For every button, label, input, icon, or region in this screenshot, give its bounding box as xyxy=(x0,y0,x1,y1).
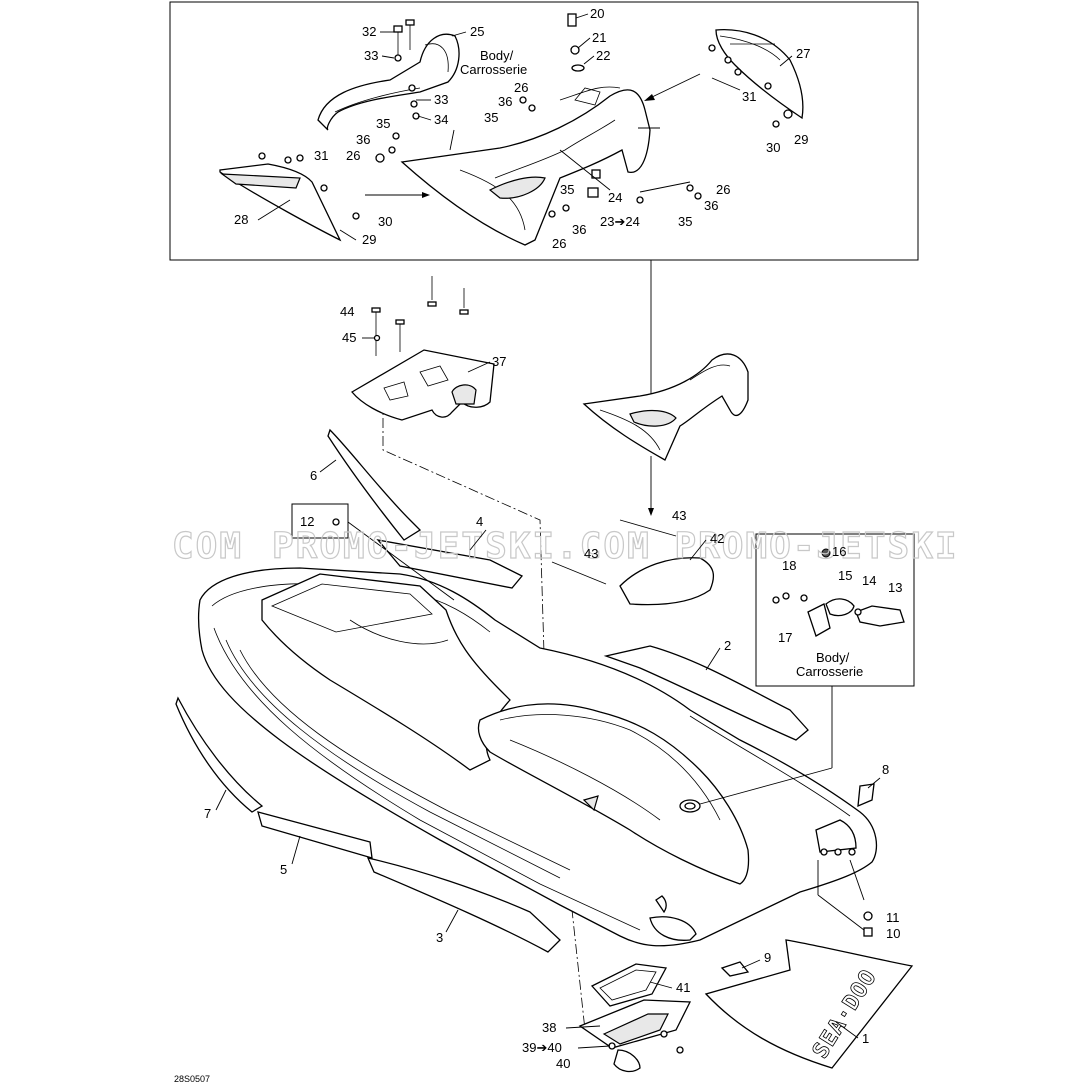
callout-27[interactable]: 27 xyxy=(796,46,810,61)
callout-30a[interactable]: 30 xyxy=(378,214,392,229)
callout-8[interactable]: 8 xyxy=(882,762,889,777)
callout-21[interactable]: 21 xyxy=(592,30,606,45)
callout-4[interactable]: 4 xyxy=(476,514,483,529)
part-1-decal[interactable] xyxy=(704,939,914,1069)
nut-icon xyxy=(394,54,402,62)
callout-32[interactable]: 32 xyxy=(362,24,376,39)
callout-25[interactable]: 25 xyxy=(470,24,484,39)
callout-35c[interactable]: 35 xyxy=(560,182,574,197)
callout-45[interactable]: 45 xyxy=(342,330,356,345)
callout-29a[interactable]: 29 xyxy=(362,232,376,247)
assembled-seat-view[interactable] xyxy=(582,353,749,461)
part-5-mat[interactable] xyxy=(257,811,373,859)
callout-1[interactable]: 1 xyxy=(862,1031,869,1046)
callout-16[interactable]: 16 xyxy=(832,544,846,559)
callout-33a[interactable]: 33 xyxy=(364,48,378,63)
top-assembly-frame xyxy=(169,1,919,261)
part-6-mat[interactable] xyxy=(327,428,422,541)
detail-frame-12 xyxy=(291,503,349,539)
callout-39-40[interactable]: 39➔40 xyxy=(522,1040,562,1055)
callout-36a[interactable]: 36 xyxy=(498,94,512,109)
part-3-mat[interactable] xyxy=(366,857,561,953)
callouts: 1 2 3 4 5 6 7 8 9 10 11 12 13 14 15 16 1… xyxy=(204,6,902,1071)
callout-9[interactable]: 9 xyxy=(764,950,771,965)
callout-38[interactable]: 38 xyxy=(542,1020,556,1035)
callout-13[interactable]: 13 xyxy=(888,580,902,595)
callout-31a[interactable]: 31 xyxy=(314,148,328,163)
callout-31b[interactable]: 31 xyxy=(742,89,756,104)
part-41-gasket[interactable] xyxy=(590,963,668,1007)
arrow-icon xyxy=(422,192,430,198)
callout-41[interactable]: 41 xyxy=(676,980,690,995)
main-hull-deck[interactable] xyxy=(198,567,878,947)
part-27-side-pod[interactable] xyxy=(708,29,804,120)
callout-26d[interactable]: 26 xyxy=(716,182,730,197)
watermark-right: PROMO-JETSKI.COM PROMO-JETSKI xyxy=(272,526,959,567)
part-38-cover[interactable] xyxy=(578,999,692,1073)
callout-34[interactable]: 34 xyxy=(434,112,448,127)
callout-40[interactable]: 40 xyxy=(556,1056,570,1071)
callout-35d[interactable]: 35 xyxy=(678,214,692,229)
part-43-strip-left[interactable] xyxy=(551,561,607,585)
callout-26b[interactable]: 26 xyxy=(346,148,360,163)
callout-12[interactable]: 12 xyxy=(300,514,314,529)
callout-26c[interactable]: 26 xyxy=(552,236,566,251)
callout-10[interactable]: 10 xyxy=(886,926,900,941)
callout-20[interactable]: 20 xyxy=(590,6,604,21)
part-4-mat[interactable] xyxy=(376,539,524,589)
center-dash-line xyxy=(382,400,586,1031)
callout-35a[interactable]: 35 xyxy=(376,116,390,131)
callout-11[interactable]: 11 xyxy=(886,910,900,925)
callout-28[interactable]: 28 xyxy=(234,212,248,227)
callout-22[interactable]: 22 xyxy=(596,48,610,63)
part-37-deck-plate[interactable] xyxy=(351,349,495,421)
callout-17[interactable]: 17 xyxy=(778,630,792,645)
callout-26a[interactable]: 26 xyxy=(514,80,528,95)
callout-37[interactable]: 37 xyxy=(492,354,506,369)
detail-frame-13-18 xyxy=(755,533,915,687)
callout-18[interactable]: 18 xyxy=(782,558,796,573)
callout-5[interactable]: 5 xyxy=(280,862,287,877)
part-8-decal[interactable] xyxy=(857,783,875,808)
callout-15[interactable]: 15 xyxy=(838,568,852,583)
part-19-seat-body[interactable] xyxy=(400,86,651,246)
callout-35b[interactable]: 35 xyxy=(484,110,498,125)
body-label-right-line2: Carrosserie xyxy=(796,664,863,679)
callout-30b[interactable]: 30 xyxy=(766,140,780,155)
callout-36d[interactable]: 36 xyxy=(704,198,718,213)
callout-7[interactable]: 7 xyxy=(204,806,211,821)
callout-leaders xyxy=(215,13,881,1049)
body-label-right-line1: Body/ xyxy=(816,650,850,665)
part-2-mat[interactable] xyxy=(603,645,809,741)
top-arrows xyxy=(365,73,701,198)
top-hardware xyxy=(375,13,793,218)
body-label-top-line2: Carrosserie xyxy=(460,62,527,77)
callout-36c[interactable]: 36 xyxy=(572,222,586,237)
callout-43b[interactable]: 43 xyxy=(672,508,686,523)
callout-44[interactable]: 44 xyxy=(340,304,354,319)
callout-23-24[interactable]: 23➔24 xyxy=(600,214,640,229)
callout-6[interactable]: 6 xyxy=(310,468,317,483)
part-28-left-rail[interactable] xyxy=(219,152,360,242)
callout-2[interactable]: 2 xyxy=(724,638,731,653)
callout-29b[interactable]: 29 xyxy=(794,132,808,147)
part-9-decal[interactable] xyxy=(720,961,750,977)
watermark-left: COM xyxy=(172,526,243,567)
callout-42[interactable]: 42 xyxy=(710,531,724,546)
callout-24[interactable]: 24 xyxy=(608,190,622,205)
part-7-mat[interactable] xyxy=(175,696,264,813)
callout-3[interactable]: 3 xyxy=(436,930,443,945)
bolt-stack-32-34 xyxy=(393,19,420,120)
bolts-44-45 xyxy=(371,276,469,356)
part-42-pad[interactable] xyxy=(619,557,715,606)
body-label-top-line1: Body/ xyxy=(480,48,514,63)
callout-43a[interactable]: 43 xyxy=(584,546,598,561)
drawing-reference-code: 28S0507 xyxy=(174,1074,210,1084)
latch-assembly-13-18[interactable] xyxy=(772,548,905,637)
callout-36b[interactable]: 36 xyxy=(356,132,370,147)
callout-33b[interactable]: 33 xyxy=(434,92,448,107)
callout-14[interactable]: 14 xyxy=(862,573,876,588)
part-43-strip-right[interactable] xyxy=(619,519,677,537)
